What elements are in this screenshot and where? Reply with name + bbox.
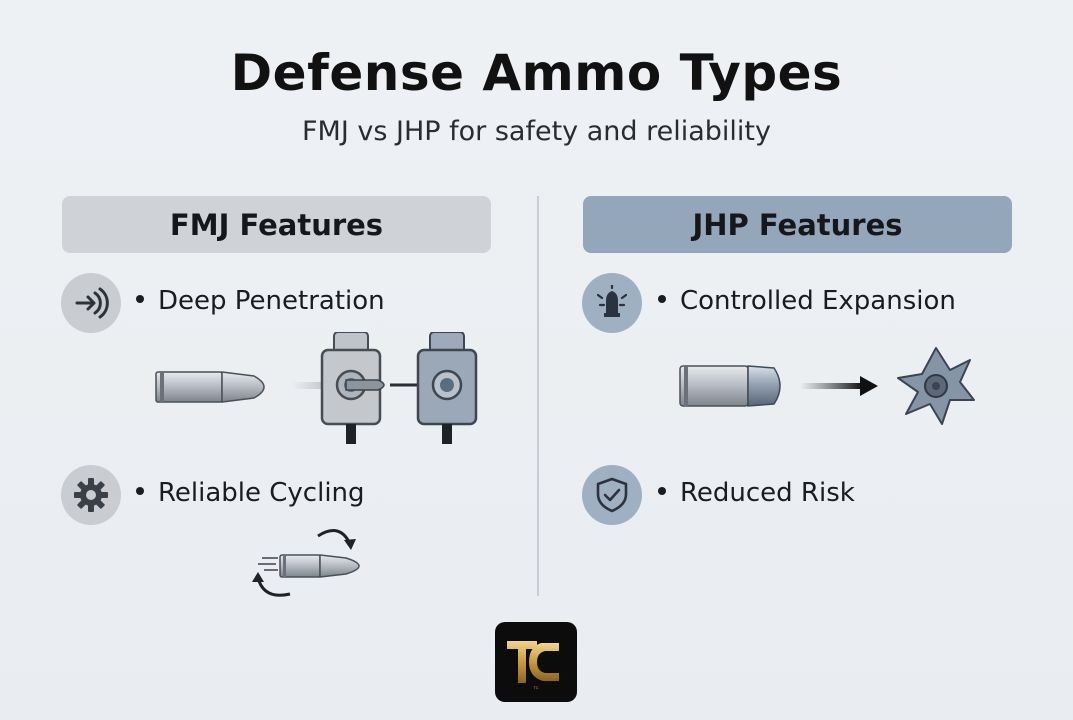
- bullet-expansion-icon: [596, 285, 628, 317]
- bullet-dot: [658, 294, 666, 303]
- jhp-feature-2-icon-badge: [582, 465, 642, 525]
- fmj-feature-2: Reliable Cycling: [136, 478, 365, 508]
- jhp-header: JHP Features: [583, 196, 1012, 253]
- bullet-dot: [136, 294, 144, 303]
- expanded-bullet: [897, 347, 975, 425]
- jhp-feature-1: Controlled Expansion: [658, 286, 956, 316]
- fmj-feature-2-icon-badge: [61, 465, 121, 525]
- bullet-dot: [136, 486, 144, 495]
- deep-penetration-illustration: [155, 332, 478, 444]
- logo-text: TC: [533, 685, 538, 690]
- penetration-icon: [75, 287, 109, 319]
- fmj-feature-1: Deep Penetration: [136, 286, 385, 316]
- reliable-cycling-illustration: [252, 529, 360, 597]
- jhp-bullet: [679, 365, 781, 407]
- fmj-header: FMJ Features: [62, 196, 491, 253]
- jhp-feature-2-label: Reduced Risk: [680, 478, 855, 508]
- page-title: Defense Ammo Types: [230, 44, 843, 102]
- gear-icon: [74, 478, 108, 512]
- fmj-feature-2-label: Reliable Cycling: [158, 478, 365, 508]
- bullet-dot: [658, 486, 666, 495]
- target-2: [416, 332, 478, 444]
- fmj-feature-1-icon-badge: [61, 273, 121, 333]
- jhp-feature-1-icon-badge: [582, 273, 642, 333]
- tc-logo-mark: TC: [507, 641, 559, 690]
- fmj-bullet: [155, 371, 265, 403]
- controlled-expansion-illustration: [679, 347, 975, 425]
- jhp-feature-1-label: Controlled Expansion: [680, 286, 956, 316]
- page-subtitle: FMJ vs JHP for safety and reliability: [302, 116, 771, 147]
- brand-logo: TC: [495, 622, 577, 702]
- fmj-feature-1-label: Deep Penetration: [158, 286, 385, 316]
- jhp-feature-2: Reduced Risk: [658, 478, 855, 508]
- shield-check-icon: [596, 477, 628, 513]
- column-divider: [537, 196, 539, 596]
